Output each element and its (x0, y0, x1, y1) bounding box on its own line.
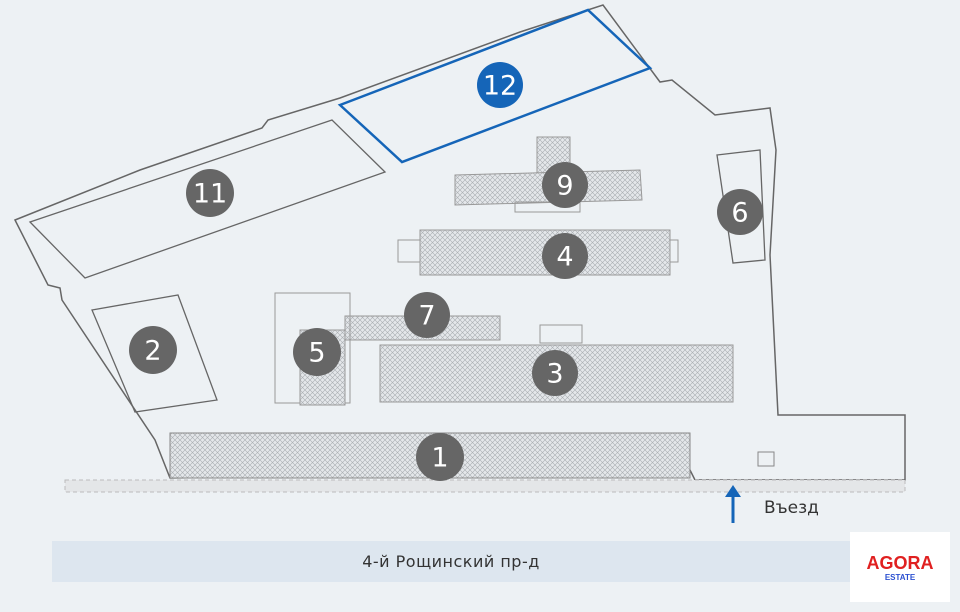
marker-2-label: 2 (144, 336, 161, 367)
logo-sub: ESTATE (884, 572, 916, 582)
marker-5-label: 5 (308, 338, 325, 369)
marker-4[interactable]: 4 (542, 233, 588, 279)
marker-9[interactable]: 9 (542, 162, 588, 208)
marker-1-label: 1 (431, 443, 448, 474)
marker-7-label: 7 (418, 301, 435, 332)
marker-5[interactable]: 5 (293, 328, 341, 376)
parking-strip (64, 479, 906, 493)
annex (539, 324, 583, 344)
marker-7[interactable]: 7 (404, 292, 450, 338)
marker-11[interactable]: 11 (186, 169, 234, 217)
marker-12-label: 12 (483, 71, 517, 102)
street-name: 4-й Рощинский пр-д (52, 541, 850, 582)
building-4[interactable] (397, 229, 679, 276)
logo-main: AGORA (866, 552, 934, 573)
marker-12[interactable]: 12 (477, 62, 523, 108)
building-2[interactable] (91, 294, 218, 413)
marker-9-label: 9 (556, 171, 573, 202)
entry-arrow-icon (725, 485, 741, 523)
marker-6-label: 6 (731, 198, 748, 229)
marker-11-label: 11 (193, 179, 227, 210)
agora-logo: AGORA ESTATE (850, 532, 950, 602)
marker-3[interactable]: 3 (532, 350, 578, 396)
marker-2[interactable]: 2 (129, 326, 177, 374)
marker-6[interactable]: 6 (717, 189, 763, 235)
marker-1[interactable]: 1 (416, 433, 464, 481)
kiosk (757, 451, 775, 467)
marker-4-label: 4 (556, 242, 573, 273)
building-12[interactable] (337, 8, 653, 164)
site-boundary (13, 4, 906, 481)
marker-3-label: 3 (546, 359, 563, 390)
entry-label: Въезд (764, 498, 819, 518)
building-11[interactable] (28, 119, 387, 279)
